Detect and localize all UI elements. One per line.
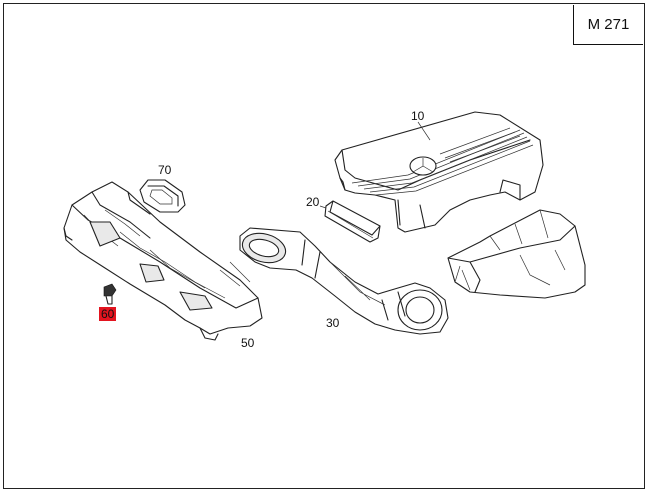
diagram-border (3, 3, 645, 489)
callout-30[interactable]: 30 (326, 316, 340, 330)
part-60-clip[interactable] (103, 283, 117, 305)
callout-50[interactable]: 50 (241, 336, 255, 350)
model-label-box: M 271 (573, 5, 643, 45)
callout-70[interactable]: 70 (158, 163, 172, 177)
part-70-grommet[interactable] (139, 179, 186, 213)
leader-lines (319, 121, 431, 209)
model-label: M 271 (587, 16, 630, 33)
air-filter-housing (447, 209, 586, 299)
part-50-cowl-panel[interactable] (63, 181, 263, 341)
part-10-engine-cover[interactable] (334, 111, 544, 233)
callout-60-highlighted[interactable]: 60 (99, 307, 117, 321)
callout-20[interactable]: 20 (306, 195, 320, 209)
part-30-intake-duct[interactable] (239, 227, 449, 335)
part-20-seal-strip[interactable] (324, 200, 381, 243)
callout-10[interactable]: 10 (411, 109, 425, 123)
